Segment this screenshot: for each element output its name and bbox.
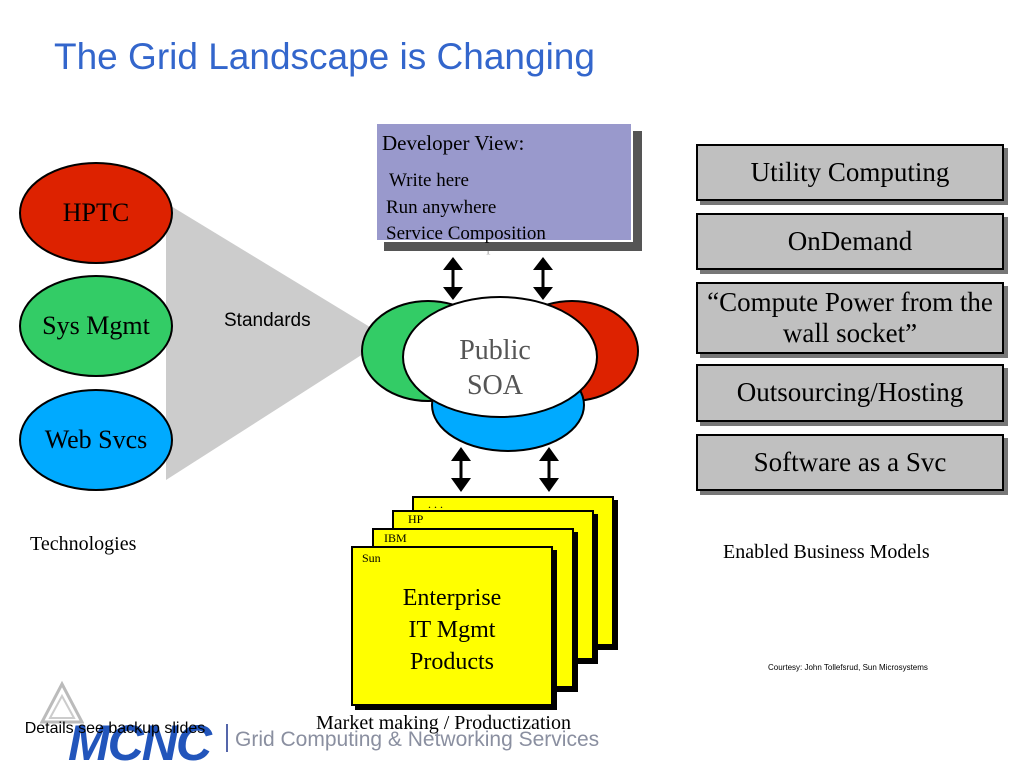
model-box-utility-computing[interactable]: Utility Computing (696, 144, 1004, 201)
tech-label-hptc: HPTC (62, 198, 130, 227)
mcnc-logo: MCNC (68, 715, 212, 771)
enterprise-line: IT Mgmt (408, 617, 496, 643)
mcnc-emblem-icon (40, 680, 84, 724)
model-box-software-svc[interactable]: Software as a Svc (696, 434, 1004, 491)
developer-view-title: Developer View: (382, 131, 525, 155)
vendors-caption: Market making / Productization (316, 712, 571, 734)
developer-view-item: Run anywhere (386, 197, 497, 218)
arrow-soa-vendors-left (451, 447, 471, 492)
tech-ellipse-web-svcs[interactable] (19, 389, 173, 491)
footer-separator (226, 724, 228, 752)
tech-label-web-svcs: Web Svcs (44, 425, 148, 454)
vendor-card-label-more: . . . (428, 497, 443, 511)
vendor-card-label-hp: HP (408, 512, 424, 526)
enterprise-products-label: Enterprise IT Mgmt Products (352, 582, 552, 678)
standards-label: Standards (224, 310, 311, 331)
vendor-card-sun[interactable] (351, 546, 553, 706)
details-note: Details see backup slides (24, 720, 206, 737)
developer-view-item: Service Composition (386, 223, 546, 244)
enterprise-line: Enterprise (402, 585, 502, 611)
standards-funnel (166, 203, 388, 480)
slide-title: The Grid Landscape is Changing (54, 36, 595, 77)
tech-label-sys-mgmt: Sys Mgmt (42, 311, 150, 340)
developer-view-box[interactable] (375, 122, 633, 242)
arrow-soa-vendors-right (539, 447, 559, 492)
public-soa-line-2: SOA (466, 370, 523, 401)
tech-ellipse-sys-mgmt[interactable] (19, 275, 173, 377)
courtesy-note: Courtesy: John Tollefsrud, Sun Microsyst… (768, 663, 928, 672)
soa-ellipse-white[interactable] (402, 296, 598, 418)
public-soa-label: Public SOA (430, 333, 560, 403)
technologies-caption: Technologies (30, 533, 137, 555)
vendor-card-label-sun: Sun (362, 551, 381, 565)
model-box-ondemand[interactable]: OnDemand (696, 213, 1004, 270)
model-box-compute-power[interactable]: “Compute Power from the wall socket” (696, 282, 1004, 354)
public-soa-line-1: Public (459, 335, 531, 366)
vendor-card-label-ibm: IBM (384, 531, 407, 545)
footer-tagline: Grid Computing & Networking Services (235, 728, 600, 751)
arrow-dev-soa-right (533, 257, 553, 300)
arrow-dev-soa-left (443, 257, 463, 300)
model-box-outsourcing[interactable]: Outsourcing/Hosting (696, 364, 1004, 422)
tech-ellipse-hptc[interactable] (19, 162, 173, 264)
business-models-caption: Enabled Business Models (723, 541, 930, 563)
enterprise-line: Products (410, 649, 494, 675)
developer-view-item: Write here (389, 170, 469, 191)
